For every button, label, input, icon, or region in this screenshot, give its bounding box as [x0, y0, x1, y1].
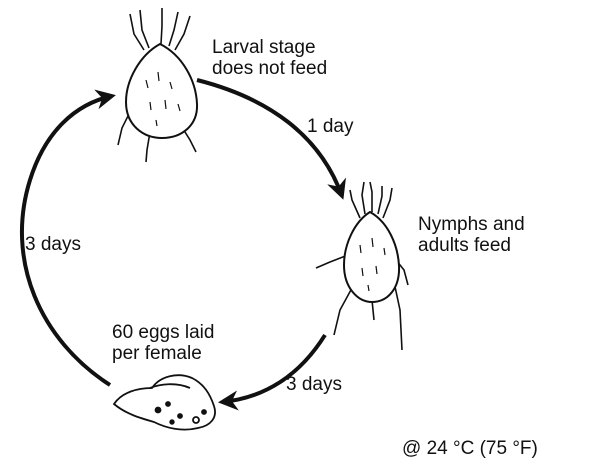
larval-mite-icon	[118, 8, 197, 162]
three-days-bottom-label: 3 days	[286, 374, 342, 395]
arrow-larva-to-nymph	[197, 80, 342, 196]
larval-label-line1: Larval stage	[212, 37, 327, 58]
larval-label-line2: does not feed	[212, 58, 327, 79]
three-days-left-label: 3 days	[25, 234, 81, 255]
one-day-label: 1 day	[307, 116, 353, 137]
temperature-label: @ 24 °C (75 °F)	[402, 438, 538, 459]
eggs-label-line2: per female	[112, 343, 214, 364]
larval-stage-label: Larval stage does not feed	[212, 37, 327, 79]
nymph-label-line1: Nymphs and	[418, 214, 525, 235]
eggs-label-line1: 60 eggs laid	[112, 322, 214, 343]
egg-cluster-icon	[114, 375, 215, 429]
nymph-label-line2: adults feed	[418, 235, 525, 256]
nymph-adult-label: Nymphs and adults feed	[418, 214, 525, 256]
adult-mite-icon	[316, 182, 408, 350]
eggs-label: 60 eggs laid per female	[112, 322, 214, 364]
